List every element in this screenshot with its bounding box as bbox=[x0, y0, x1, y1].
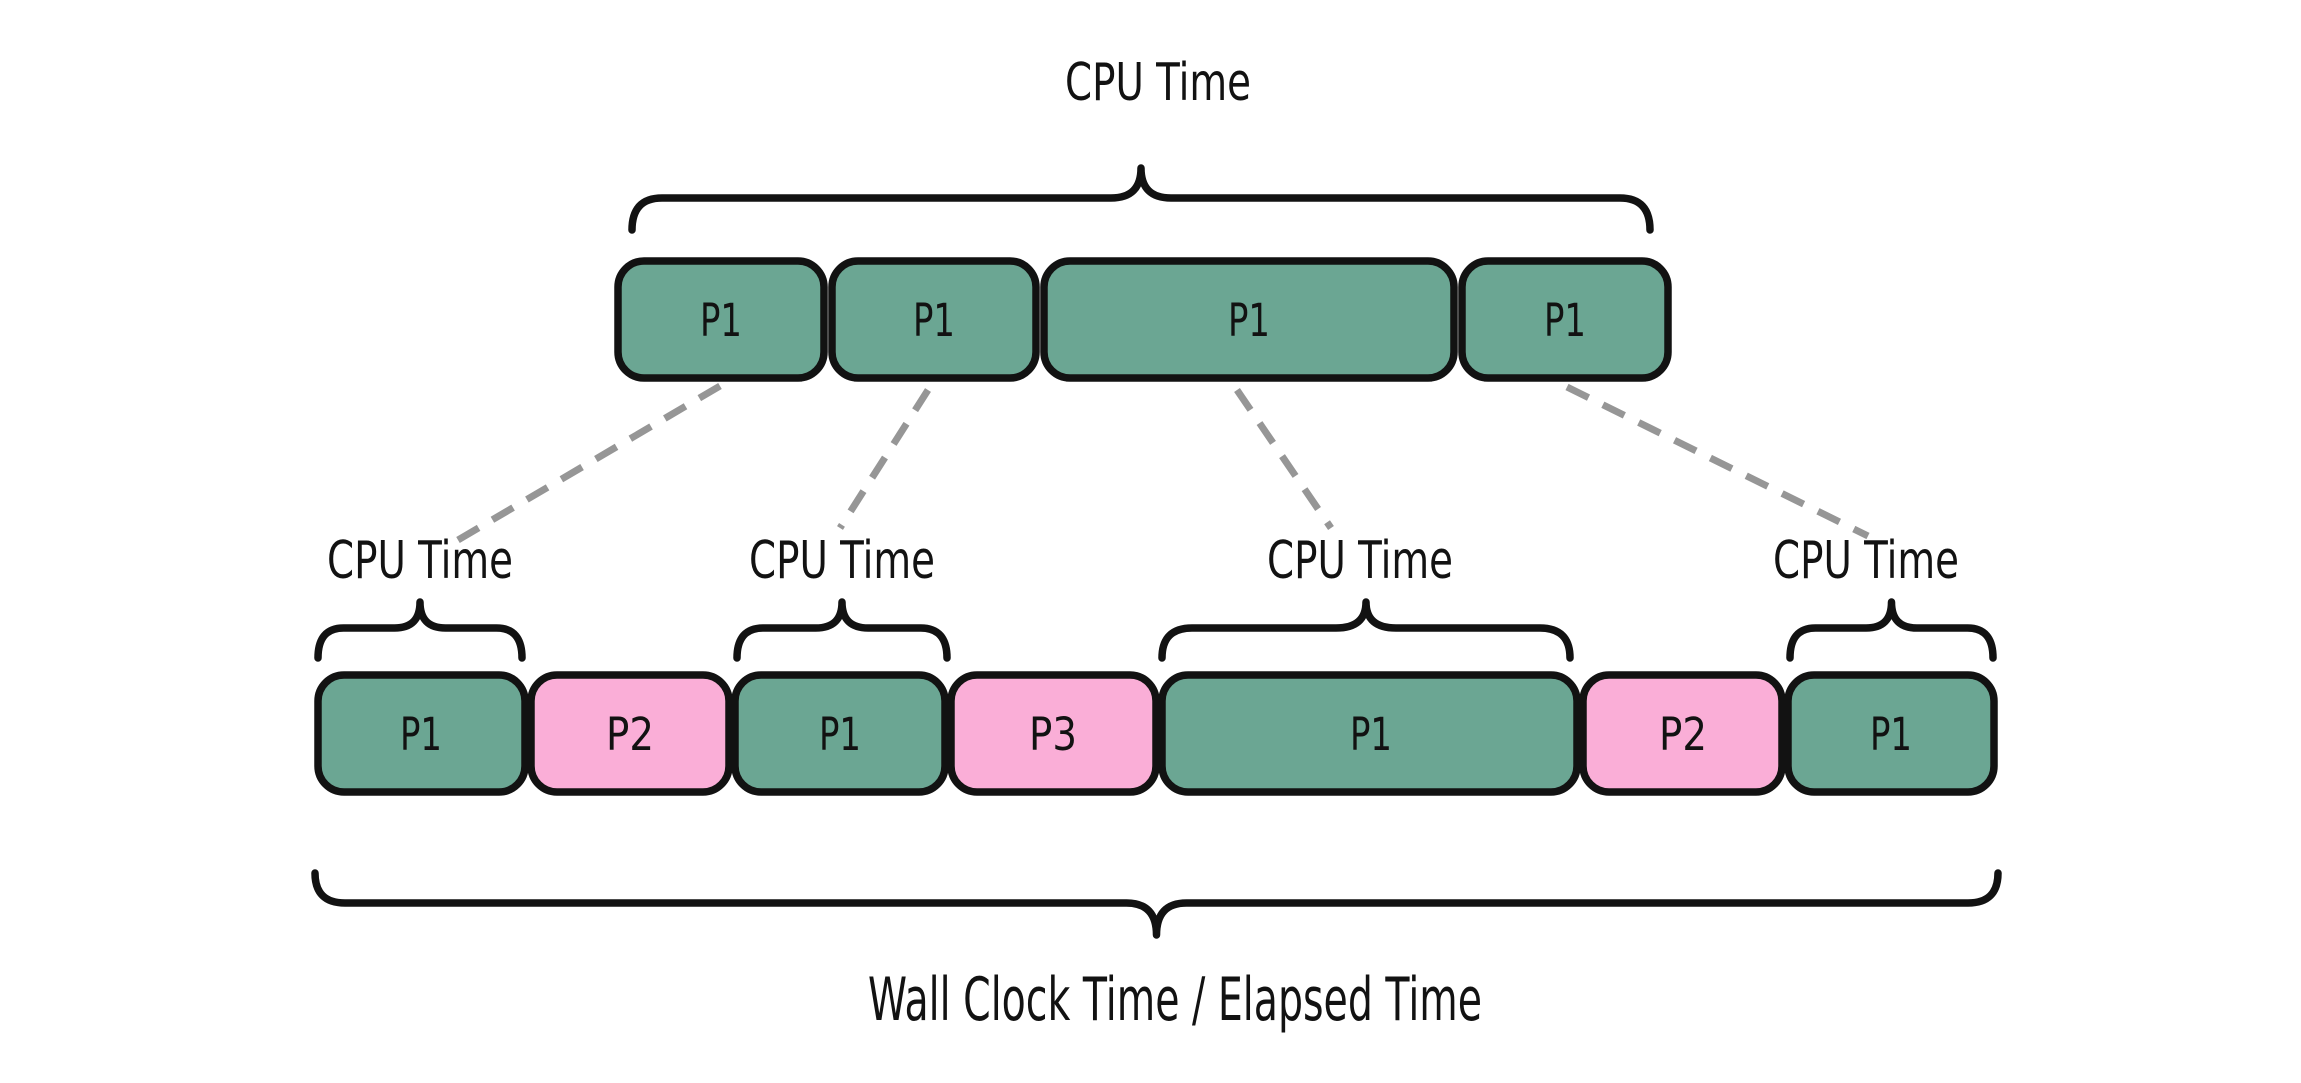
bottom-block-label: P3 bbox=[1029, 708, 1077, 761]
dashed-connector-3 bbox=[1234, 388, 1334, 530]
cpu-time-label-4: CPU Time bbox=[1773, 531, 1959, 591]
wall-clock-label: Wall Clock Time / Elapsed Time bbox=[868, 965, 1482, 1035]
top-block-label: P1 bbox=[1544, 294, 1586, 347]
top-cpu-time-label: CPU Time bbox=[1065, 53, 1251, 113]
top-block-p1-2 bbox=[828, 257, 1040, 382]
bottom-block-label: P1 bbox=[400, 708, 442, 761]
cpu-time-label-1: CPU Time bbox=[327, 531, 513, 591]
top-block-label: P1 bbox=[1228, 294, 1270, 347]
top-block-p1-4 bbox=[1458, 257, 1672, 382]
cpu-time-brace-top bbox=[628, 164, 1654, 234]
bottom-block-p1-2 bbox=[731, 671, 949, 796]
dashed-connector-2 bbox=[837, 388, 931, 530]
bottom-block-label: P1 bbox=[1350, 708, 1392, 761]
cpu-time-brace-3 bbox=[1158, 598, 1574, 662]
top-block-label: P1 bbox=[913, 294, 955, 347]
bottom-block-label: P1 bbox=[819, 708, 861, 761]
dashed-connector-1 bbox=[456, 382, 722, 544]
bottom-block-p1-3 bbox=[1158, 671, 1581, 796]
cpu-time-brace-4 bbox=[1786, 598, 1997, 662]
top-block-p1-1 bbox=[614, 257, 828, 382]
bottom-block-label: P2 bbox=[1659, 708, 1707, 761]
cpu-time-brace-2 bbox=[733, 598, 951, 662]
bottom-block-label: P1 bbox=[1870, 708, 1912, 761]
cpu-time-label-2: CPU Time bbox=[749, 531, 935, 591]
bottom-block-p2-2 bbox=[1579, 671, 1786, 796]
bottom-block-p1-4 bbox=[1784, 671, 1998, 796]
bottom-block-p3-1 bbox=[947, 671, 1160, 796]
cpu-time-label-3: CPU Time bbox=[1267, 531, 1453, 591]
top-block-p1-3 bbox=[1040, 257, 1458, 382]
dashed-connector-4 bbox=[1565, 383, 1870, 540]
top-block-row: P1 P1 P1 P1 bbox=[614, 257, 1672, 382]
bottom-block-row: P1 P2 P1 P3 P1 P2 P1 bbox=[314, 671, 1998, 796]
wall-clock-brace bbox=[311, 869, 2002, 939]
bottom-block-p1-1 bbox=[314, 671, 529, 796]
cpu-time-brace-1 bbox=[314, 598, 526, 662]
top-block-label: P1 bbox=[700, 294, 742, 347]
bottom-block-label: P2 bbox=[606, 708, 654, 761]
bottom-block-p2-1 bbox=[527, 671, 733, 796]
